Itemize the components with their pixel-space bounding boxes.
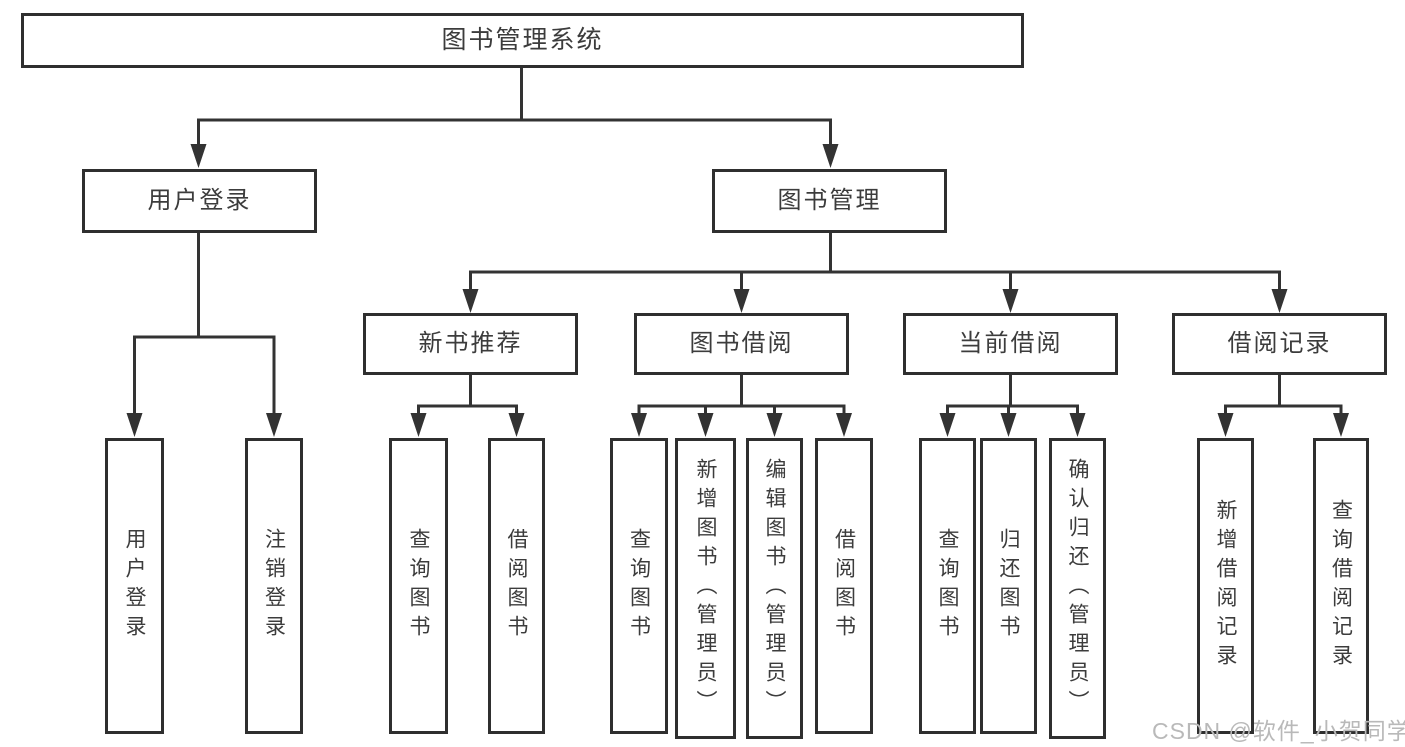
arrowhead-icon (508, 413, 525, 437)
arrowhead-icon (1002, 289, 1019, 313)
arrowhead-icon (190, 144, 207, 168)
arrowhead-icon (766, 413, 783, 437)
connector-bookborrow-to-leaves (631, 375, 852, 437)
arrowhead-icon (697, 413, 714, 437)
arrowhead-icon (462, 289, 479, 313)
node-leaf-borrow-books-2: 借阅图书 (815, 438, 873, 734)
connector-bookmgmt-to-level3 (462, 233, 1288, 313)
connector-newbooks-to-leaves (410, 375, 525, 437)
node-current-borrowing: 当前借阅 (903, 313, 1118, 375)
connector-userlogin-to-leaves (126, 233, 282, 437)
node-library-management-system: 图书管理系统 (21, 13, 1024, 68)
node-leaf-edit-books-admin: 编辑图书（管理员） (746, 438, 803, 739)
node-leaf-add-borrow-record: 新增借阅记录 (1197, 438, 1254, 734)
node-leaf-query-borrow-record: 查询借阅记录 (1313, 438, 1369, 734)
node-leaf-add-books-admin: 新增图书（管理员） (675, 438, 736, 739)
node-leaf-query-books-3: 查询图书 (919, 438, 976, 734)
connector-root-to-level2 (190, 68, 839, 168)
arrowhead-icon (1333, 413, 1349, 437)
node-new-book-recommend: 新书推荐 (363, 313, 578, 375)
node-book-borrowing: 图书借阅 (634, 313, 849, 375)
connector-borrowrecords-to-leaves (1217, 375, 1349, 437)
node-leaf-query-books-1: 查询图书 (389, 438, 448, 734)
node-book-management-branch: 图书管理 (712, 169, 947, 233)
arrowhead-icon (1069, 413, 1086, 437)
node-borrowing-records: 借阅记录 (1172, 313, 1387, 375)
arrowhead-icon (126, 413, 143, 437)
node-leaf-confirm-return-admin: 确认归还（管理员） (1049, 438, 1106, 739)
arrowhead-icon (1000, 413, 1017, 437)
node-user-login-branch: 用户登录 (82, 169, 317, 233)
node-leaf-borrow-books-1: 借阅图书 (488, 438, 545, 734)
arrowhead-icon (939, 413, 956, 437)
connector-currentborrow-to-leaves (939, 375, 1086, 437)
node-leaf-user-login: 用户登录 (105, 438, 164, 734)
node-leaf-query-books-2: 查询图书 (610, 438, 668, 734)
arrowhead-icon (822, 144, 839, 168)
arrowhead-icon (631, 413, 647, 437)
csdn-watermark: CSDN @软件_小贺同学 (1152, 718, 1405, 744)
arrowhead-icon (266, 413, 282, 437)
arrowhead-icon (1271, 289, 1288, 313)
arrowhead-icon (410, 413, 427, 437)
arrowhead-icon (733, 289, 750, 313)
arrowhead-icon (836, 413, 852, 437)
arrowhead-icon (1217, 413, 1234, 437)
node-leaf-return-books: 归还图书 (980, 438, 1037, 734)
node-leaf-logout: 注销登录 (245, 438, 303, 734)
